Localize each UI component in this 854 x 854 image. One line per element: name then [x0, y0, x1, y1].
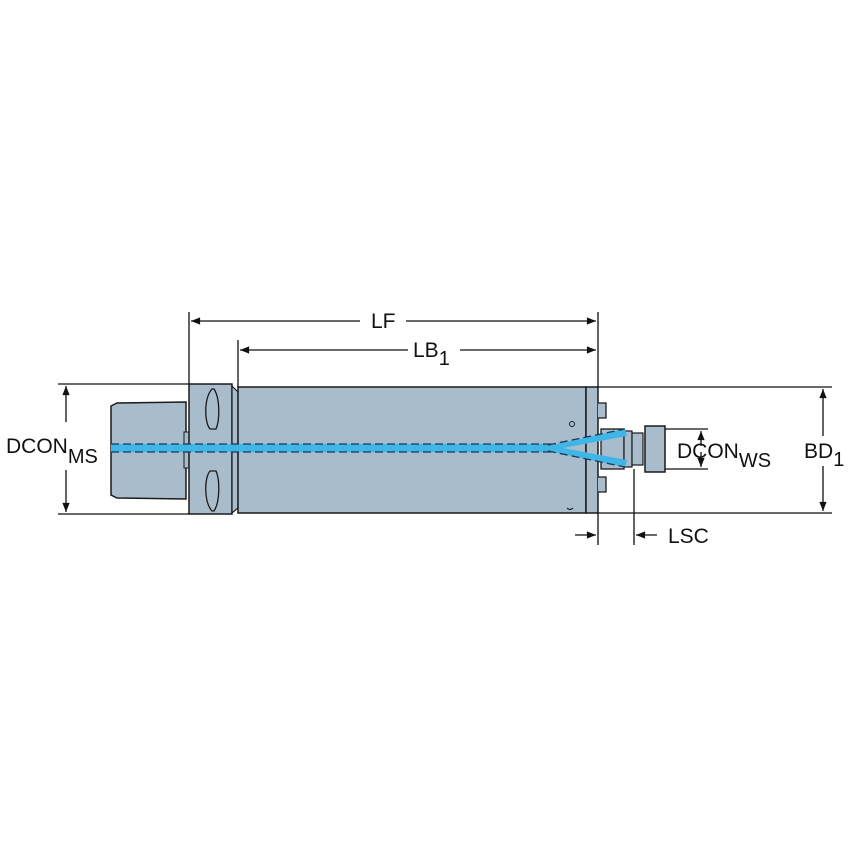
coolant-channel [111, 428, 627, 468]
label-lsc: LSC [668, 525, 709, 548]
flange [188, 383, 239, 515]
label-dcon-ms: DCONMS [6, 435, 98, 468]
dimension-lines [58, 312, 832, 545]
label-lf: LF [371, 310, 396, 333]
label-bd1: BD1 [804, 440, 844, 471]
front-lugs [598, 402, 607, 493]
drive-slot-bottom [205, 470, 220, 512]
drive-slot-top [205, 388, 220, 430]
label-lb1: LB1 [413, 339, 450, 370]
label-dcon-ws: DCONWS [677, 440, 771, 472]
